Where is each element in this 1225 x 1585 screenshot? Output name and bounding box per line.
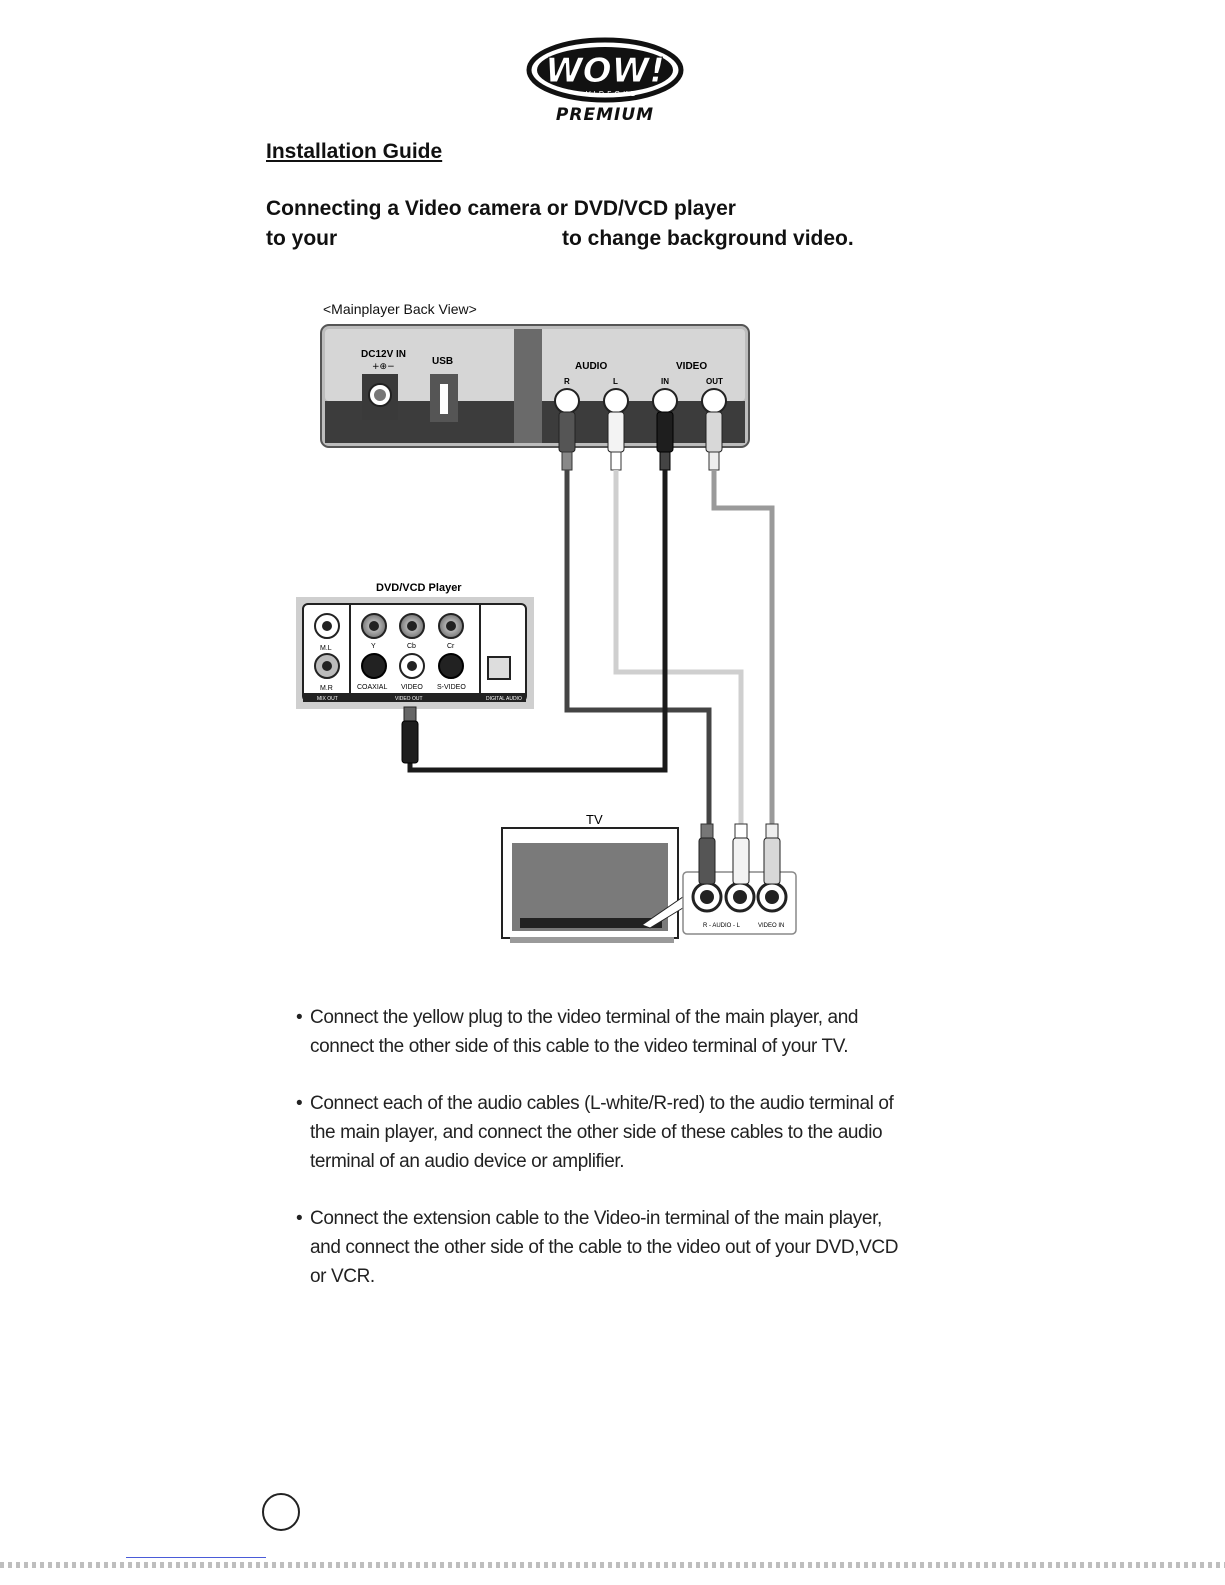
video-in-label: IN bbox=[661, 377, 669, 386]
dvd-video-label: VIDEO bbox=[401, 684, 423, 691]
dvd-jack-svideo bbox=[438, 653, 464, 679]
audio-label: AUDIO bbox=[575, 361, 607, 372]
logo-sub-text: VIDEOKE bbox=[586, 90, 638, 98]
mainplayer-plugs bbox=[558, 411, 723, 471]
jack-video-in bbox=[652, 388, 678, 414]
bullet-mark: • bbox=[296, 1208, 303, 1229]
video-out-label: OUT bbox=[706, 377, 723, 386]
tv-title: TV bbox=[586, 812, 603, 827]
dvd-mr-label: M.R bbox=[320, 685, 333, 692]
mainplayer-back-panel: DC12V IN +⊕− USB AUDIO VIDEO R L IN OUT bbox=[320, 324, 750, 448]
bottom-edge-dashes bbox=[0, 1562, 1225, 1568]
dvd-digital-label: DIGITAL AUDIO bbox=[486, 696, 522, 702]
dvd-mixout-label: MIX OUT bbox=[317, 696, 338, 702]
audio-l-label: L bbox=[613, 377, 618, 386]
dvd-vcd-player: DVD/VCD Player MIX OUT VIDEO OUT DIGITAL… bbox=[296, 582, 534, 764]
dvd-optical-port bbox=[487, 656, 511, 680]
wow-videoke-logo: WOW! VIDEOKE PREMIUM bbox=[526, 37, 684, 125]
svg-text:+⊕−: +⊕− bbox=[372, 362, 395, 372]
dvd-coaxial-label: COAXIAL bbox=[357, 684, 387, 691]
jack-video-out bbox=[701, 388, 727, 414]
instruction-item: • Connect the extension cable to the Vid… bbox=[296, 1204, 916, 1291]
dvd-title: DVD/VCD Player bbox=[376, 582, 462, 594]
connection-diagram: <Mainplayer Back View> DC12V IN +⊕− USB … bbox=[296, 301, 797, 943]
tv-videoin-label: VIDEO IN bbox=[758, 923, 784, 929]
page-number-circle bbox=[262, 1493, 300, 1531]
mainplayer-caption: <Mainplayer Back View> bbox=[323, 301, 477, 317]
dvd-svideo-label: S-VIDEO bbox=[437, 684, 466, 691]
dvd-cr-label: Cr bbox=[447, 643, 455, 650]
jack-audio-r bbox=[554, 388, 580, 414]
jack-audio-l bbox=[603, 388, 629, 414]
dvd-y-label: Y bbox=[371, 643, 376, 650]
instruction-text: Connect each of the audio cables (L-whit… bbox=[310, 1093, 894, 1172]
usb-label: USB bbox=[432, 356, 453, 367]
logo-brand-text: WOW! bbox=[545, 51, 664, 91]
instruction-text: Connect the yellow plug to the video ter… bbox=[310, 1007, 859, 1057]
section-title-line2-end: to change background video. bbox=[562, 227, 854, 250]
tv-audio-label: R - AUDIO - L bbox=[703, 923, 741, 929]
tv-set: TV R - AUDIO - L VIDEO IN bbox=[501, 812, 797, 943]
instruction-item: • Connect each of the audio cables (L-wh… bbox=[296, 1089, 916, 1176]
bullet-mark: • bbox=[296, 1093, 303, 1114]
section-title-line2-start: to your bbox=[266, 227, 338, 250]
section-title-line1: Connecting a Video camera or DVD/VCD pla… bbox=[266, 197, 736, 220]
instruction-text: Connect the extension cable to the Video… bbox=[310, 1208, 899, 1287]
dc-in-label: DC12V IN bbox=[361, 349, 406, 360]
cables bbox=[407, 470, 775, 830]
logo-edition-text: PREMIUM bbox=[556, 105, 654, 125]
dvd-ml-label: M.L bbox=[320, 645, 332, 652]
dvd-cb-label: Cb bbox=[407, 643, 416, 650]
dvd-videoout-label: VIDEO OUT bbox=[395, 696, 423, 702]
instruction-item: • Connect the yellow plug to the video t… bbox=[296, 1003, 916, 1061]
instruction-list: • Connect the yellow plug to the video t… bbox=[296, 1003, 916, 1319]
page-heading: Installation Guide bbox=[266, 140, 443, 163]
bullet-mark: • bbox=[296, 1007, 303, 1028]
dvd-jack-coaxial bbox=[361, 653, 387, 679]
video-label: VIDEO bbox=[676, 361, 707, 372]
audio-r-label: R bbox=[564, 377, 570, 386]
footer-rule bbox=[126, 1557, 266, 1558]
